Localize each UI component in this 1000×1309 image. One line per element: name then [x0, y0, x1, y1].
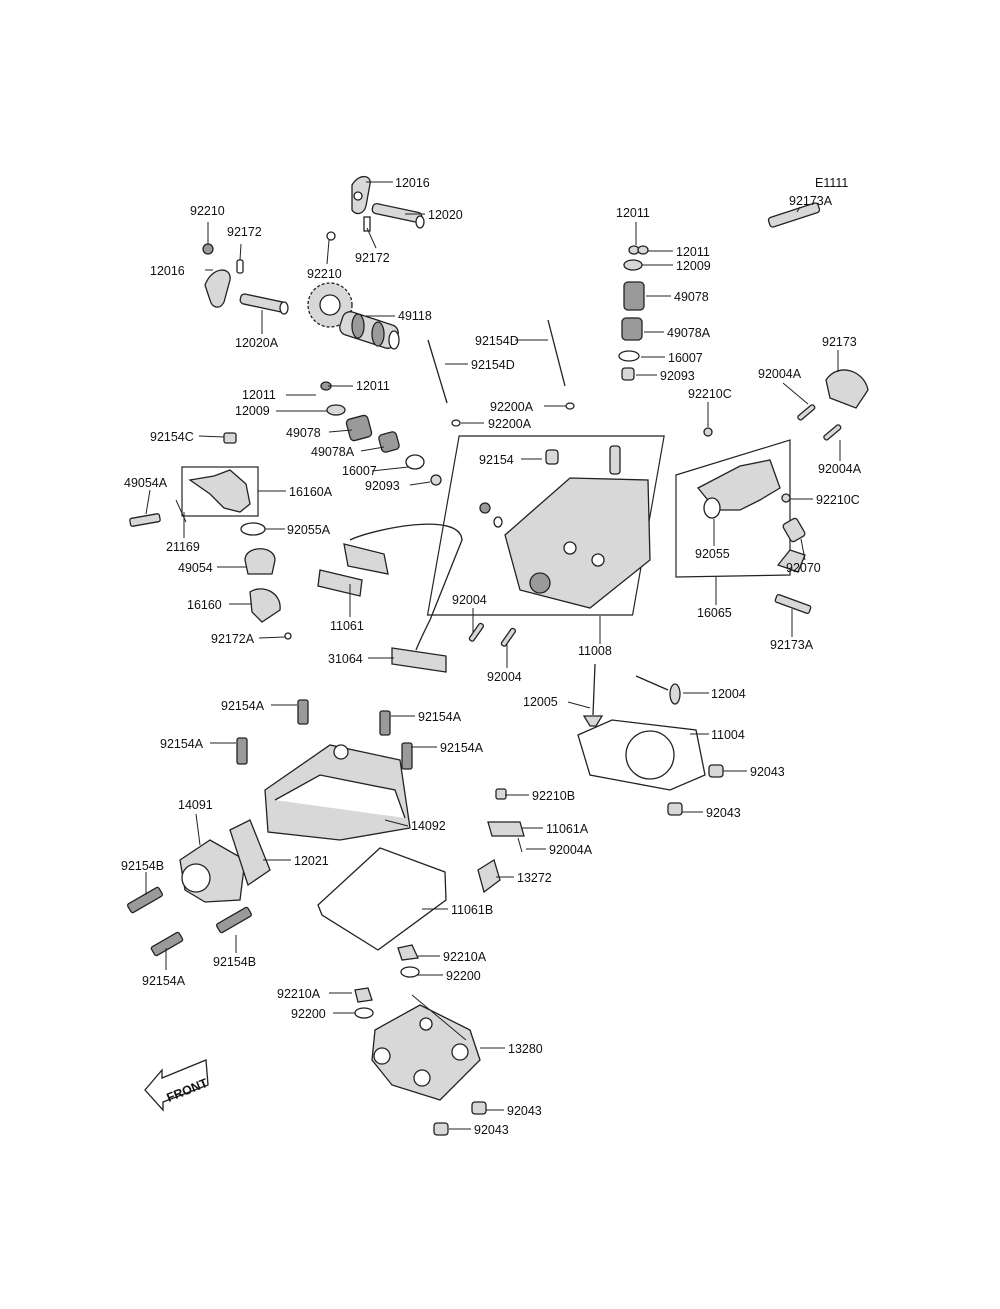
part-label[interactable]: 12020: [428, 208, 463, 222]
exhaust-pipe: [317, 523, 463, 673]
part-label[interactable]: 92154: [479, 453, 514, 467]
part-label[interactable]: 11008: [578, 644, 612, 658]
part-label[interactable]: 12005: [523, 695, 558, 709]
part-label[interactable]: 92210A: [277, 987, 321, 1001]
part-label[interactable]: 92004: [487, 670, 522, 684]
part-label[interactable]: 92200: [446, 969, 481, 983]
diagram-code: E1111: [815, 176, 848, 190]
part-label[interactable]: 12011: [356, 379, 390, 393]
part-label[interactable]: 92173A: [770, 638, 814, 652]
rocker-arm-upper: [326, 175, 425, 241]
part-label[interactable]: 16160A: [289, 485, 333, 499]
part-label[interactable]: 49054A: [124, 476, 168, 490]
part-label[interactable]: 92043: [706, 806, 741, 820]
part-label[interactable]: 49078A: [667, 326, 711, 340]
part-label[interactable]: 92055A: [287, 523, 331, 537]
front-arrow: [144, 1059, 209, 1112]
part-label[interactable]: 92210B: [532, 789, 575, 803]
part-drawings: [126, 175, 869, 1136]
part-label[interactable]: 49078A: [311, 445, 355, 459]
part-label[interactable]: 16065: [697, 606, 732, 620]
part-label[interactable]: 11061: [330, 619, 364, 633]
part-label[interactable]: 92043: [750, 765, 785, 779]
part-label[interactable]: 31064: [328, 652, 363, 666]
part-label[interactable]: 92093: [660, 369, 695, 383]
part-label[interactable]: 12004: [711, 687, 746, 701]
leader-lines: [145, 181, 841, 1130]
part-label[interactable]: 92004A: [549, 843, 593, 857]
part-label[interactable]: 12011: [242, 388, 276, 402]
part-label[interactable]: 92154D: [471, 358, 515, 372]
part-label[interactable]: 92154B: [213, 955, 256, 969]
camshaft-holder: [371, 1004, 481, 1101]
part-label[interactable]: 12016: [395, 176, 430, 190]
part-label[interactable]: 92173: [822, 335, 857, 349]
part-label[interactable]: 92154A: [142, 974, 186, 988]
part-label[interactable]: 12011: [616, 206, 650, 220]
part-label[interactable]: 92210C: [688, 387, 732, 401]
part-label[interactable]: 12021: [294, 854, 329, 868]
part-label[interactable]: 92172: [227, 225, 262, 239]
part-label[interactable]: 12016: [150, 264, 185, 278]
part-label[interactable]: 92154A: [418, 710, 462, 724]
part-label[interactable]: 16160: [187, 598, 222, 612]
part-label[interactable]: 92154C: [150, 430, 194, 444]
part-label[interactable]: 12009: [235, 404, 270, 418]
part-label[interactable]: 92172: [355, 251, 390, 265]
part-label[interactable]: 92043: [507, 1104, 542, 1118]
valve-set-right: [618, 245, 649, 381]
part-label[interactable]: 92070: [786, 561, 821, 575]
part-label[interactable]: 13272: [517, 871, 552, 885]
part-label[interactable]: 49078: [674, 290, 709, 304]
part-label[interactable]: 12011: [676, 245, 710, 259]
part-label[interactable]: 92173A: [789, 194, 833, 208]
part-label[interactable]: 92154A: [221, 699, 265, 713]
part-label[interactable]: 92210C: [816, 493, 860, 507]
part-label[interactable]: 92154D: [475, 334, 519, 348]
part-label[interactable]: 49054: [178, 561, 213, 575]
camshaft: [307, 282, 400, 350]
part-labels: E1111 FRONT 12016 12020 92172 92210 9221…: [121, 176, 862, 1137]
part-label[interactable]: 92200A: [488, 417, 532, 431]
part-label[interactable]: 49118: [398, 309, 432, 323]
cylinder-head: [479, 445, 651, 609]
part-label[interactable]: 11061A: [546, 822, 589, 836]
head-gasket: [577, 719, 706, 791]
part-label[interactable]: 92004A: [818, 462, 862, 476]
part-label[interactable]: 92004: [452, 593, 487, 607]
part-label[interactable]: 92004A: [758, 367, 802, 381]
part-label[interactable]: 92154B: [121, 859, 164, 873]
part-label[interactable]: 12020A: [235, 336, 279, 350]
part-label[interactable]: 16007: [342, 464, 377, 478]
part-label[interactable]: 92172A: [211, 632, 255, 646]
part-label[interactable]: 92200A: [490, 400, 534, 414]
part-label[interactable]: 14092: [411, 819, 446, 833]
part-label[interactable]: 11004: [711, 728, 745, 742]
part-label[interactable]: 14091: [178, 798, 213, 812]
part-label[interactable]: 92043: [474, 1123, 509, 1137]
part-label[interactable]: 92200: [291, 1007, 326, 1021]
part-label[interactable]: 49078: [286, 426, 321, 440]
part-label[interactable]: 21169: [166, 540, 200, 554]
part-label[interactable]: 92154A: [160, 737, 204, 751]
part-label[interactable]: 12009: [676, 259, 711, 273]
part-label[interactable]: 92210: [190, 204, 225, 218]
part-label[interactable]: 92154A: [440, 741, 484, 755]
part-label[interactable]: 11061B: [451, 903, 493, 917]
rocker-arm-lower: [202, 243, 289, 315]
part-label[interactable]: 92210: [307, 267, 342, 281]
part-label[interactable]: 16007: [668, 351, 703, 365]
part-label[interactable]: 13280: [508, 1042, 543, 1056]
cylinder-head-cover: [264, 744, 411, 841]
part-label[interactable]: 92055: [695, 547, 730, 561]
part-label[interactable]: 92210A: [443, 950, 487, 964]
part-label[interactable]: 92093: [365, 479, 400, 493]
